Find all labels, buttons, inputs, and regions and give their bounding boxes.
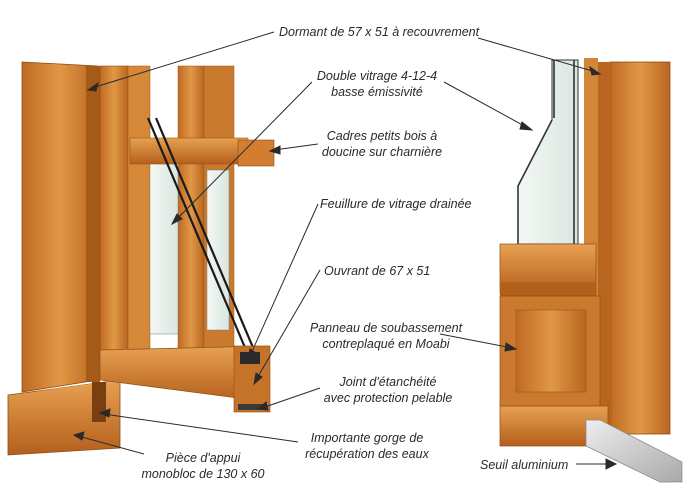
label-double-vitrage-line1: Double vitrage 4-12-4 <box>316 69 438 83</box>
dormant-rebate <box>86 66 100 382</box>
drain-groove <box>92 382 106 422</box>
label-cadres-line1: Cadres petits bois à <box>326 129 438 143</box>
right-section-assembly <box>499 58 683 483</box>
ouvrant-post <box>99 65 129 367</box>
label-double-vitrage: Double vitrage 4-12-4 basse émissivité <box>302 68 452 100</box>
label-seuil: Seuil aluminium <box>480 458 569 472</box>
label-piece-line2: monobloc de 130 x 60 <box>141 467 265 481</box>
label-feuillure: Feuillure de vitrage drainée <box>320 197 472 211</box>
label-joint-line2: avec protection pelable <box>323 391 453 405</box>
label-gorge-line1: Importante gorge de <box>310 431 424 445</box>
right-frame-jamb <box>609 61 671 435</box>
label-panneau-line2: contreplaqué en Moabi <box>322 337 450 351</box>
left-window-assembly <box>7 61 275 456</box>
label-cadres-line2: doucine sur charnière <box>321 145 443 159</box>
label-gorge: Importante gorge de récupération des eau… <box>302 430 432 462</box>
inner-post-1 <box>127 65 151 367</box>
glass-pane-left <box>149 161 179 335</box>
label-gorge-line2: récupération des eaux <box>305 447 429 461</box>
label-dormant: Dormant de 57 x 51 à recouvrement <box>279 25 480 39</box>
label-piece-line1: Pièce d'appui <box>165 451 241 465</box>
label-joint-line1: Joint d'étanchéité <box>339 375 437 389</box>
glazing-bar <box>129 137 249 165</box>
label-panneau-line1: Panneau de soubassement <box>309 321 463 335</box>
double-glazing <box>517 59 579 245</box>
glass-pane-right <box>206 169 230 331</box>
label-panneau: Panneau de soubassement contreplaqué en … <box>306 320 466 352</box>
label-ouvrant: Ouvrant de 67 x 51 <box>324 264 431 278</box>
glazing-bar-profile <box>237 139 275 167</box>
label-joint: Joint d'étanchéité avec protection pelab… <box>318 374 458 406</box>
aluminium-threshold <box>585 419 683 483</box>
inner-post-2 <box>177 65 205 367</box>
label-cadres-petits-bois: Cadres petits bois à doucine sur charniè… <box>312 128 452 160</box>
label-double-vitrage-line2: basse émissivité <box>331 85 423 99</box>
leader-lines <box>72 31 618 470</box>
label-piece-appui: Pièce d'appui monobloc de 130 x 60 <box>136 450 270 482</box>
